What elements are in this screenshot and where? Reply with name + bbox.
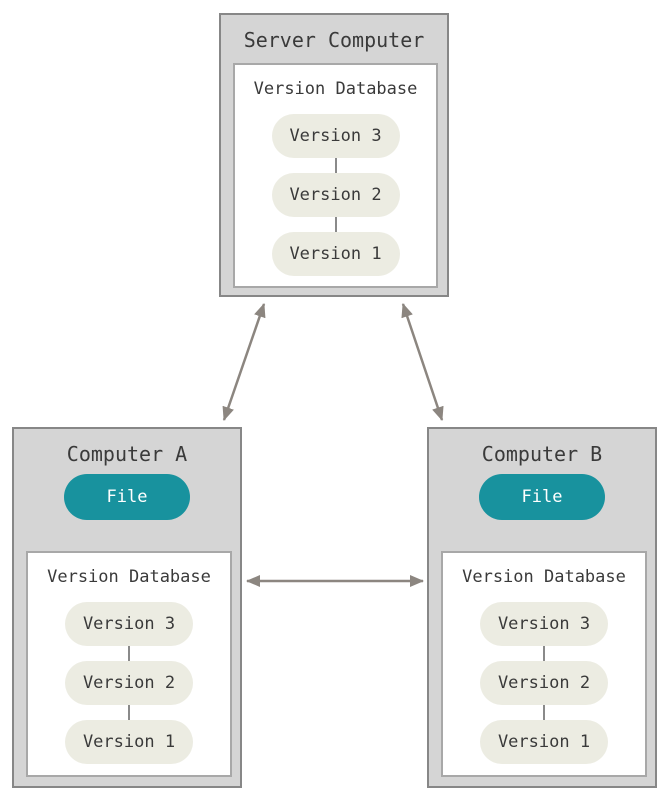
computer-a-title: Computer A — [66, 442, 188, 466]
server-computer-title: Server Computer — [243, 28, 425, 52]
computer-a-version-1-pill: Version 1 — [65, 720, 193, 764]
computer-a-version-3-pill: Version 3 — [65, 602, 193, 646]
computer-a-version-2-pill: Version 2 — [65, 661, 193, 705]
version-connector — [128, 705, 130, 720]
server-version-stack: Version 3 Version 2 Version 1 — [235, 114, 436, 276]
version-connector — [128, 646, 130, 661]
computer-b-file-pill: File — [479, 474, 605, 520]
computer-a-version-database-box: Version Database Version 3 Version 2 Ver… — [26, 551, 232, 777]
computer-a-version-stack: Version 3 Version 2 Version 1 — [28, 602, 230, 764]
computer-b-version-3-pill: Version 3 — [480, 602, 608, 646]
server-version-database-label: Version Database — [253, 79, 418, 99]
computer-b-title: Computer B — [481, 442, 603, 466]
arrow-server-computer-b — [401, 303, 444, 421]
computer-a-file-pill: File — [64, 474, 190, 520]
server-version-database-box: Version Database Version 3 Version 2 Ver… — [233, 63, 438, 288]
computer-b-version-stack: Version 3 Version 2 Version 1 — [443, 602, 645, 764]
version-connector — [334, 158, 337, 173]
computer-b-version-database-box: Version Database Version 3 Version 2 Ver… — [441, 551, 647, 777]
version-connector — [334, 217, 337, 232]
arrow-server-computer-a — [222, 303, 266, 421]
computer-b-version-2-pill: Version 2 — [480, 661, 608, 705]
computer-b-box: Computer B File Version Database Version… — [427, 427, 657, 788]
version-connector — [543, 705, 545, 720]
computer-b-version-1-pill: Version 1 — [480, 720, 608, 764]
server-computer-box: Server Computer Version Database Version… — [219, 13, 449, 297]
computer-b-version-database-label: Version Database — [462, 567, 626, 587]
version-connector — [543, 646, 545, 661]
computer-a-version-database-label: Version Database — [47, 567, 211, 587]
server-version-3-pill: Version 3 — [271, 114, 400, 158]
server-version-2-pill: Version 2 — [271, 173, 400, 217]
server-version-1-pill: Version 1 — [271, 232, 400, 276]
computer-a-box: Computer A File Version Database Version… — [12, 427, 242, 788]
